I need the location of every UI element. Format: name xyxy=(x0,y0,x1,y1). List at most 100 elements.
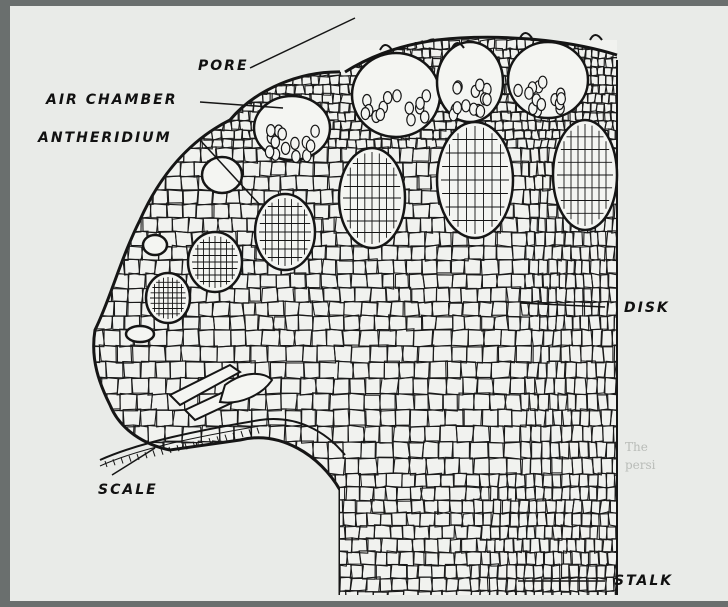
tissue-cell xyxy=(217,591,230,604)
tissue-cell xyxy=(616,260,626,275)
tissue-cell xyxy=(123,161,138,176)
tissue-cell xyxy=(75,148,94,163)
tissue-cell xyxy=(69,175,87,191)
tissue-cell xyxy=(140,148,153,163)
tissue-cell xyxy=(267,564,281,578)
tissue-cell xyxy=(145,539,157,553)
tissue-cell xyxy=(179,551,193,566)
tissue-cell xyxy=(228,578,241,592)
tissue-cell xyxy=(162,512,178,526)
tissue-cell xyxy=(308,538,324,552)
tissue-cell xyxy=(148,40,160,50)
tissue-cell xyxy=(68,378,85,395)
tissue-cell xyxy=(289,526,304,540)
tissue-cell xyxy=(227,443,243,459)
tissue-cell xyxy=(79,578,95,592)
tissue-cell xyxy=(194,86,206,95)
tissue-cell xyxy=(222,499,239,514)
tissue-cell xyxy=(285,486,302,501)
tissue-cell xyxy=(222,84,231,94)
tissue-cell xyxy=(211,500,223,513)
tissue-cell xyxy=(318,57,328,67)
tissue-cell xyxy=(173,139,180,148)
tissue-cell xyxy=(308,49,320,58)
tissue-cell xyxy=(66,288,80,304)
tissue-cell xyxy=(127,190,140,204)
tissue-cell xyxy=(231,94,244,103)
tissue-cell xyxy=(110,552,123,566)
tissue-cell xyxy=(183,94,192,104)
tissue-cell xyxy=(195,121,204,130)
tissue-cell xyxy=(283,590,297,605)
tissue-cell xyxy=(191,486,203,501)
tissue-cell xyxy=(194,39,205,50)
tissue-cell xyxy=(209,75,222,85)
tissue-cell xyxy=(210,539,222,553)
tissue-cell xyxy=(242,442,262,459)
tissue-cell xyxy=(98,76,108,85)
photosynthetic-filament-cell xyxy=(278,128,286,140)
tissue-cell xyxy=(202,579,217,592)
tissue-cell xyxy=(189,473,204,486)
photosynthetic-filament-cell xyxy=(476,79,484,91)
tissue-cell xyxy=(100,590,113,603)
tissue-cell xyxy=(128,48,140,57)
tissue-cell xyxy=(79,551,95,565)
tissue-cell xyxy=(265,499,279,513)
tissue-cell xyxy=(75,539,90,553)
tissue-cell xyxy=(238,500,251,513)
tissue-cell xyxy=(112,190,128,205)
tissue-cell xyxy=(244,458,262,475)
tissue-cell xyxy=(203,76,211,85)
tissue-cell xyxy=(326,577,341,592)
tissue-cell xyxy=(94,565,108,579)
tissue-cell xyxy=(94,578,107,592)
tissue-cell xyxy=(274,512,287,527)
tissue-cell xyxy=(307,474,322,488)
tissue-cell xyxy=(258,512,275,526)
tissue-cell xyxy=(620,75,627,85)
tissue-cell xyxy=(623,130,631,139)
tissue-cell xyxy=(233,50,242,58)
tissue-cell xyxy=(620,217,630,233)
tissue-cell xyxy=(293,66,301,77)
tissue-cell xyxy=(101,500,114,514)
tissue-cell xyxy=(137,112,151,123)
tissue-cell xyxy=(617,67,625,75)
tissue-cell xyxy=(161,457,180,474)
tissue-cell xyxy=(153,525,167,539)
tissue-cell xyxy=(620,203,631,219)
tissue-cell xyxy=(120,565,136,578)
tissue-cell xyxy=(137,512,151,527)
tissue-cell xyxy=(79,39,92,49)
tissue-cell xyxy=(185,121,195,131)
tissue-cell xyxy=(191,551,203,566)
photosynthetic-filament-cell xyxy=(393,90,401,102)
tissue-cell xyxy=(67,425,86,443)
tissue-cell xyxy=(242,40,251,50)
tissue-cell xyxy=(110,49,118,58)
tissue-cell xyxy=(107,75,115,85)
photosynthetic-filament-cell xyxy=(416,97,424,109)
tissue-cell xyxy=(202,591,218,605)
tissue-cell xyxy=(214,84,222,95)
tissue-cell xyxy=(245,487,261,500)
tissue-cell xyxy=(211,39,221,49)
tissue-cell xyxy=(261,525,274,539)
tissue-cell xyxy=(175,577,189,591)
tissue-cell xyxy=(230,458,244,475)
tissue-cell xyxy=(303,501,319,514)
tissue-cell xyxy=(85,232,101,247)
tissue-cell xyxy=(619,161,627,177)
tissue-cell xyxy=(245,512,260,526)
tissue-cell xyxy=(92,57,101,67)
tissue-cell xyxy=(179,57,189,67)
tissue-cell xyxy=(72,301,85,317)
tissue-cell xyxy=(135,551,152,564)
tissue-cell xyxy=(264,553,279,566)
tissue-cell xyxy=(623,245,630,259)
tissue-cell xyxy=(74,394,92,411)
tissue-cell xyxy=(90,246,104,260)
photosynthetic-filament-cell xyxy=(267,125,275,137)
tissue-cell xyxy=(101,427,119,443)
